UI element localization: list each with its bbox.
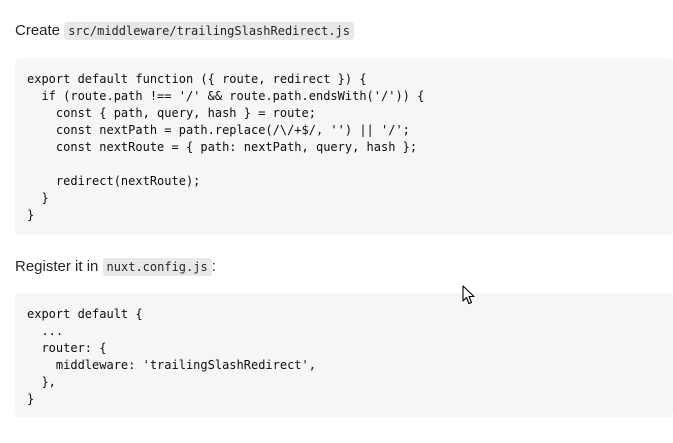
code-line: const nextPath = path.replace(/\/+$/, ''… (27, 123, 410, 137)
code-line: ... (27, 324, 64, 338)
code-line: } (27, 191, 49, 205)
create-text: Create (15, 22, 61, 39)
code-line: const { path, query, hash } = route; (27, 106, 316, 120)
code-line: redirect(nextRoute); (27, 174, 201, 188)
code-line: router: { (27, 341, 107, 355)
code-line: }, (27, 375, 56, 389)
register-text: Register it in (15, 258, 99, 275)
register-paragraph: Register it in nuxt.config.js: (15, 257, 216, 277)
code-line: export default function ({ route, redire… (27, 72, 367, 86)
code-line: } (27, 208, 35, 222)
code-line: export default { (27, 307, 143, 321)
mouse-pointer-icon (462, 285, 475, 305)
config-code-block: export default { ... router: { middlewar… (15, 293, 673, 417)
create-paragraph: Create src/middleware/trailingSlashRedir… (15, 21, 354, 41)
file-path-code: src/middleware/trailingSlashRedirect.js (64, 22, 354, 40)
code-line (27, 156, 673, 173)
code-line: middleware: 'trailingSlashRedirect', (27, 358, 316, 372)
middleware-code-block: export default function ({ route, redire… (15, 58, 673, 235)
code-line: } (27, 392, 35, 406)
code-line: if (route.path !== '/' && route.path.end… (27, 89, 425, 103)
register-suffix: : (211, 258, 216, 275)
code-line: const nextRoute = { path: nextPath, quer… (27, 140, 418, 154)
config-file-code: nuxt.config.js (102, 258, 212, 276)
